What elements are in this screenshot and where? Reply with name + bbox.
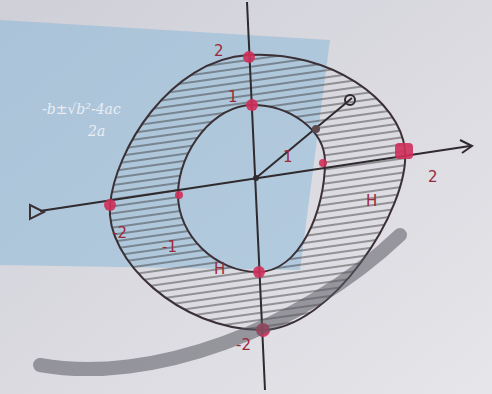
axis-value: 2: [428, 170, 438, 185]
region-mark: H: [214, 262, 225, 277]
axis-value: 2: [214, 44, 224, 59]
formula-numerator: -b±√b²-4ac: [42, 102, 121, 116]
axis-value: 1: [228, 90, 238, 105]
formula-denominator: 2a: [88, 124, 105, 138]
axis-value: -1: [162, 240, 177, 255]
axis-value: 1: [283, 150, 293, 165]
axis-value: -2: [236, 338, 251, 353]
region-mark: H: [366, 194, 377, 209]
axis-value: -2: [112, 226, 127, 241]
